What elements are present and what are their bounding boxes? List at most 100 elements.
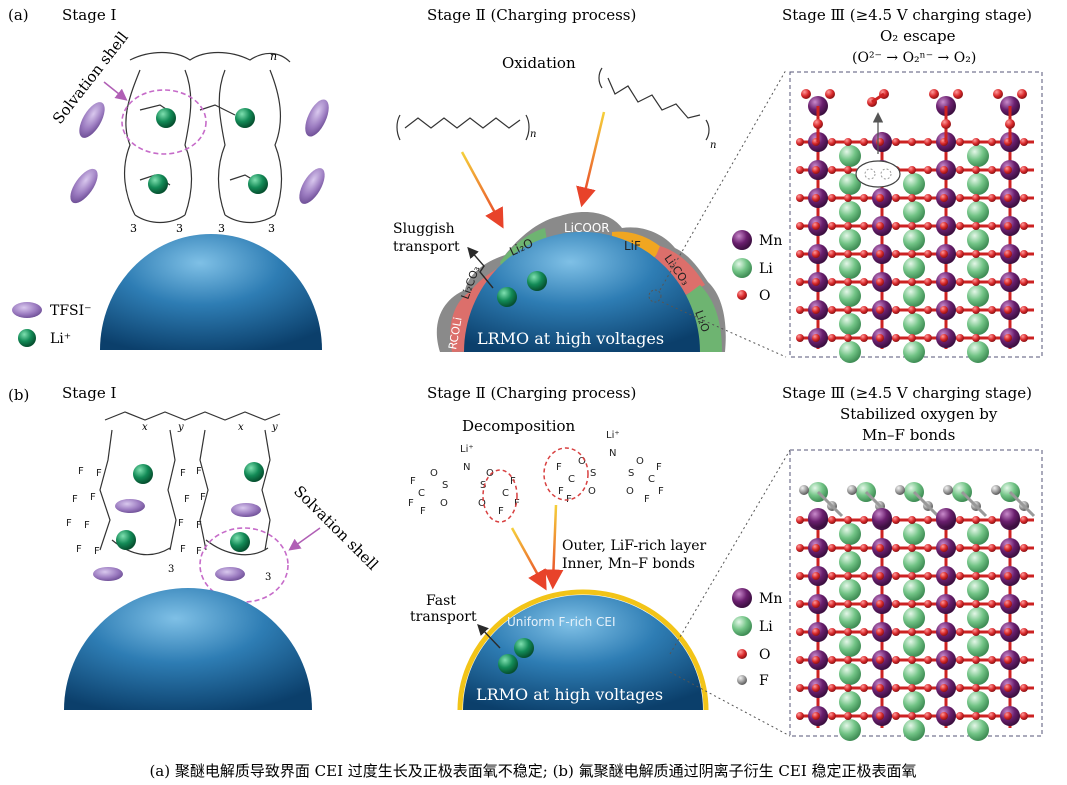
o-atom [812,250,820,258]
o-atom [1004,656,1012,664]
li-ion-icon [230,532,250,552]
o-atom [924,572,932,580]
o-atom [988,656,996,664]
o-atom [828,628,836,636]
o-atom [908,306,916,314]
li-atom [967,635,989,657]
panel-b-stage1-title: Stage Ⅰ [62,384,116,402]
panel-b-crystal-lattice [796,482,1036,741]
o-atom [812,222,820,230]
li-atom [967,663,989,685]
o-atom [924,600,932,608]
o-atom [892,278,900,286]
svg-text:C: C [502,488,509,499]
o-atom [1017,89,1027,99]
o-atom [892,516,900,524]
li-atom [903,551,925,573]
o-atom [860,656,868,664]
o-atom [1020,572,1028,580]
panel-b-uniform-cei-label: Uniform F-rich CEI [507,615,616,629]
o-atom [876,306,884,314]
o-atom [924,306,932,314]
svg-text:F: F [656,462,662,473]
o-atom [956,278,964,286]
panel-b-stage1-cathode-dome [64,588,312,710]
o-atom [876,656,884,664]
li-atom [903,635,925,657]
species-rcoli: RCOLi [446,316,464,350]
mn-f-bond [960,490,988,518]
svg-text:O: O [588,486,596,497]
li-ion-icon [235,108,255,128]
tfsi-anion-icon [93,567,123,581]
o-atom [860,712,868,720]
panel-a-o2-escape: O₂ escape [880,27,956,45]
o-atom [892,600,900,608]
o-atom [796,138,804,146]
o-atom [1004,222,1012,230]
o-atom [844,138,852,146]
o-atom [956,712,964,720]
o-atom [876,278,884,286]
figure-caption: (a) 聚醚电解质导致界面 CEI 过度生长及正极表面氧不稳定; (b) 氟聚醚… [149,762,916,780]
o-atom [860,684,868,692]
svg-text:S: S [628,468,634,479]
panel-a-tfsi-anions [70,99,329,204]
o-atom [876,684,884,692]
o-atom [972,572,980,580]
tfsi-anion-icon [299,168,325,204]
li-atom [967,719,989,741]
o-atom [876,138,884,146]
o-atom [940,222,948,230]
svg-text:F: F [184,494,190,505]
o-atom [1020,306,1028,314]
o-atom [876,544,884,552]
o-atom [796,516,804,524]
o-atom [924,250,932,258]
o-atom [956,628,964,636]
o-atom [796,278,804,286]
tfsi-anion-icon [231,503,261,517]
o-atom [956,250,964,258]
o-legend-icon [737,290,747,300]
o-atom [924,138,932,146]
o-atom [796,600,804,608]
o-atom [988,194,996,202]
o-atom [972,334,980,342]
panel-b-polymer-x2: x [238,422,244,433]
o-atom [908,516,916,524]
o-atom [1020,656,1028,664]
tfsi-li-plus: Li⁺ [460,444,474,455]
o-atom [801,89,811,99]
o-atom [876,222,884,230]
o-atom [828,516,836,524]
o-atom [828,194,836,202]
o-atom [1004,278,1012,286]
panel-a-legend-o: O [759,288,770,304]
mn-atom [808,508,828,528]
mn-f-bond [816,490,844,518]
li-ion-icon [498,654,518,674]
o-atom [972,222,980,230]
o-atom [1020,628,1028,636]
mn-atom [1000,508,1020,528]
li-atom [903,341,925,363]
panel-b-stab-line2: Mn–F bonds [862,426,955,444]
o-atom [860,334,868,342]
panel-b-polymer-y1: y [177,422,184,433]
panel-a-polymer-3a: 3 [130,222,137,235]
li-atom [967,607,989,629]
o-atom [828,684,836,692]
o-atom [796,222,804,230]
o-atom [860,600,868,608]
o-atom [812,194,820,202]
o-atom [924,684,932,692]
o-atom [828,600,836,608]
li-ion-icon [244,462,264,482]
o-atom [1020,600,1028,608]
o-atom [860,628,868,636]
li-atom [903,691,925,713]
panel-b-tfsi-anions [93,499,261,581]
svg-text:F: F [72,494,78,505]
svg-text:F: F [196,546,202,557]
